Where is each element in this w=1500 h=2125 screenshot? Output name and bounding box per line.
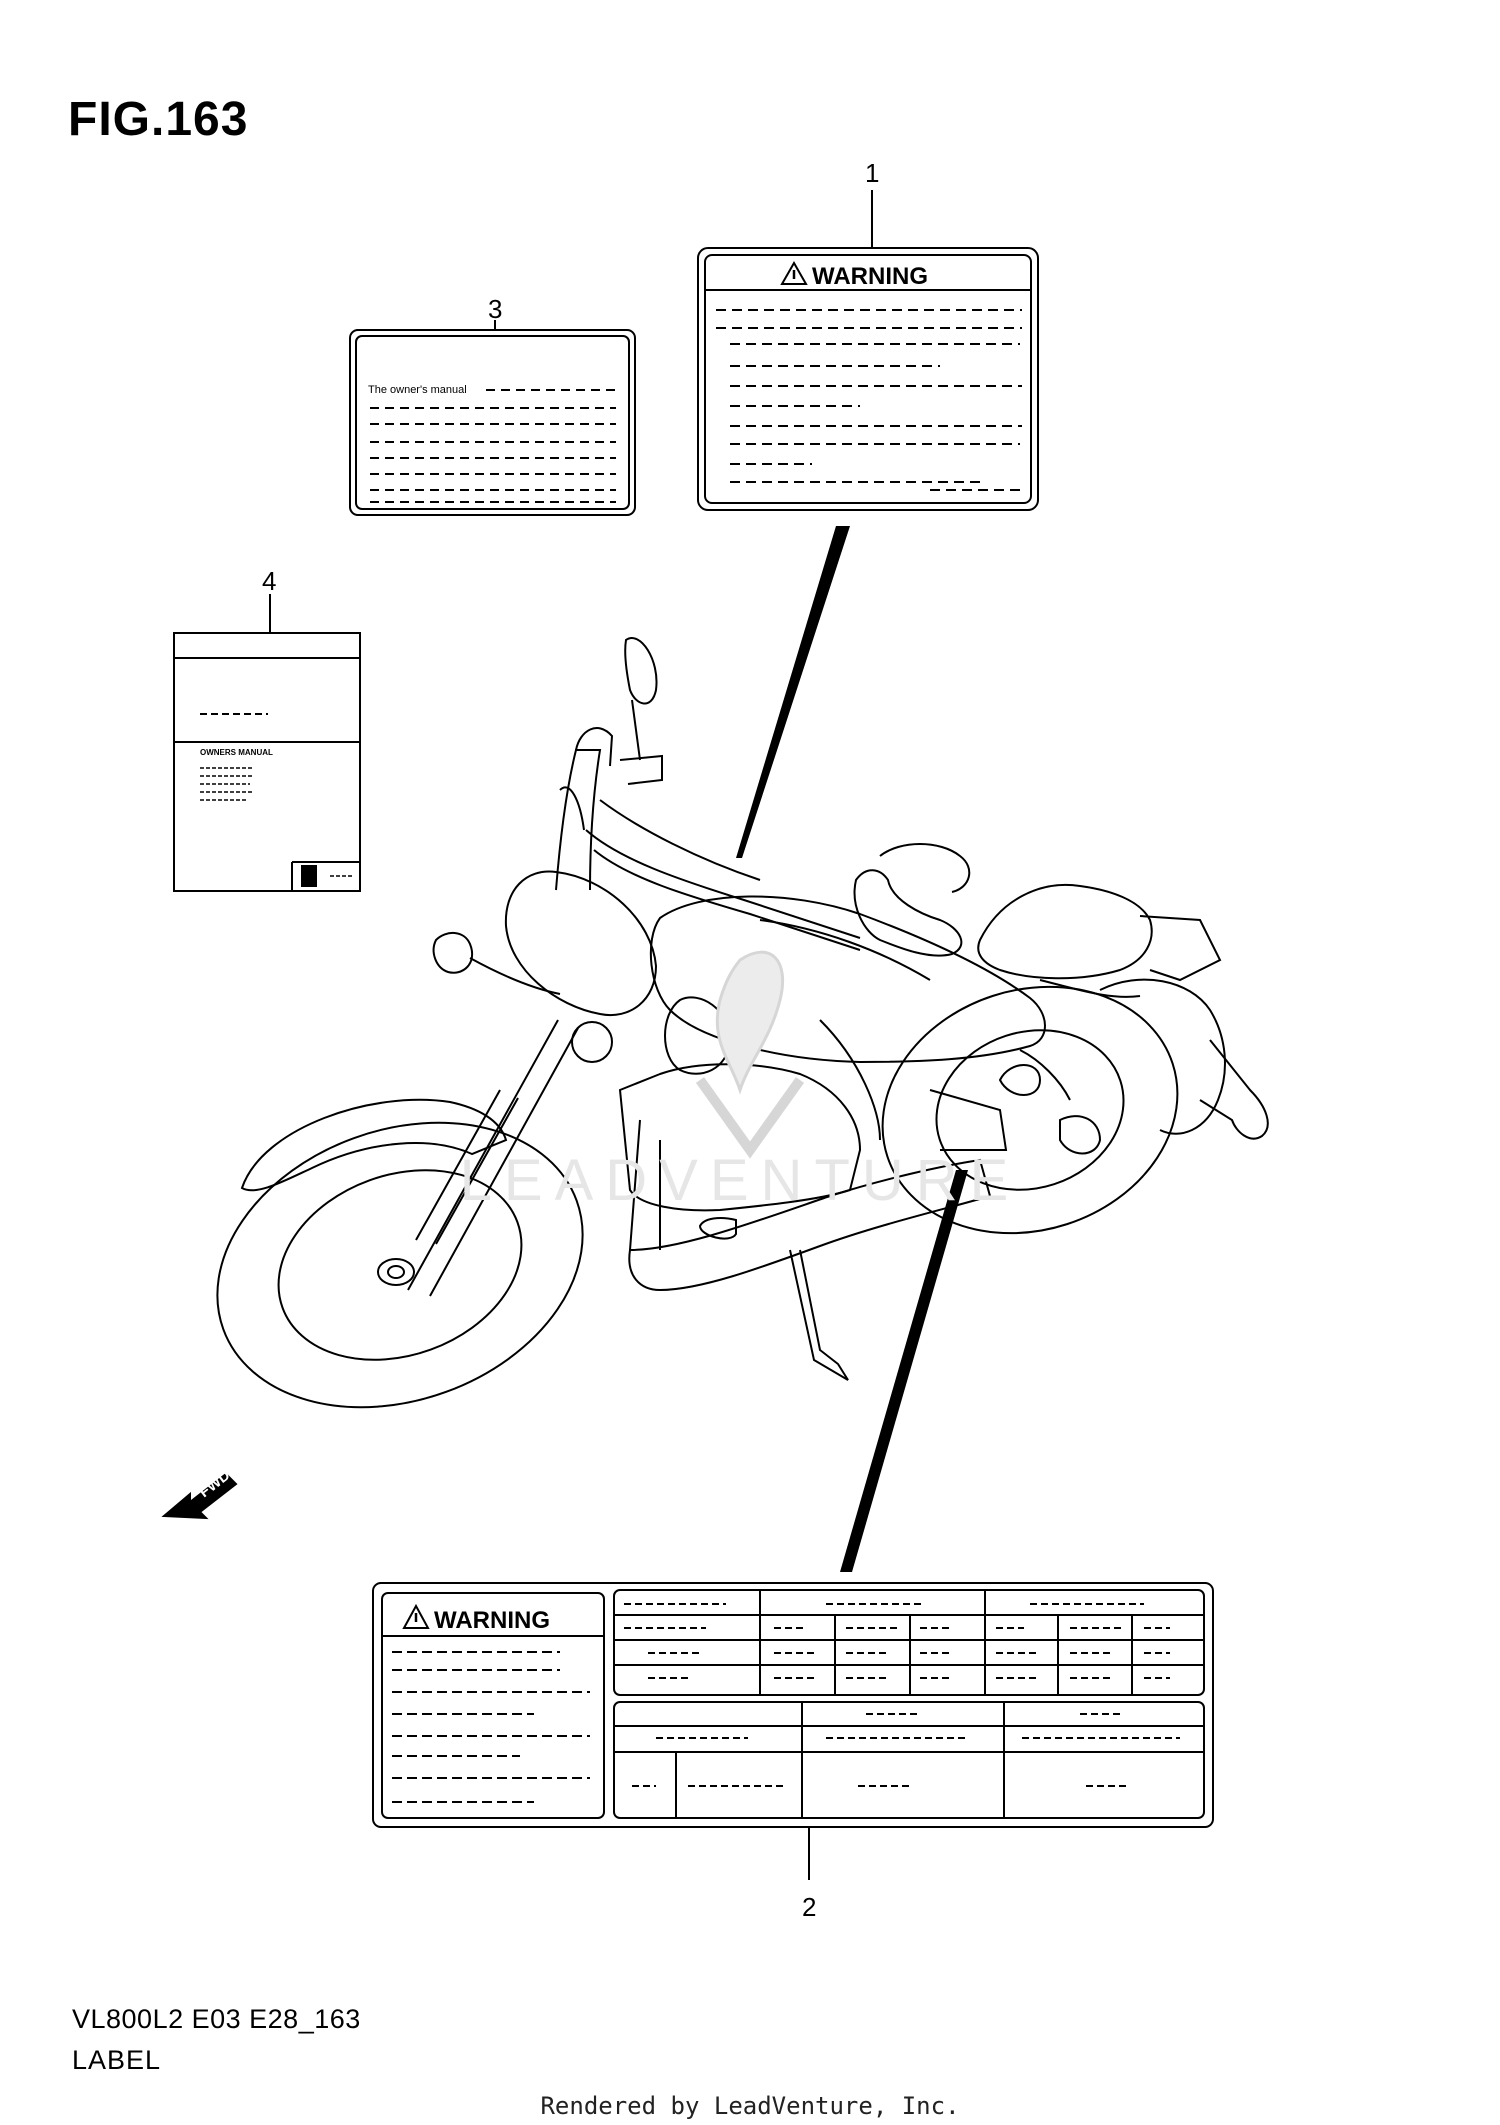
figure-title: FIG.163 bbox=[68, 93, 249, 146]
callout-3: 3 bbox=[488, 294, 503, 324]
warning-triangle-icon bbox=[780, 260, 808, 285]
label-3-owners-manual-sticker[interactable]: The owner's manual bbox=[349, 329, 636, 516]
callout-1: 1 bbox=[865, 158, 880, 188]
callout-4: 4 bbox=[262, 566, 277, 596]
brand-logo-icon bbox=[301, 865, 317, 887]
leader-line-1 bbox=[736, 526, 850, 858]
item-4-owners-manual[interactable]: OWNERS MANUAL bbox=[173, 632, 361, 892]
label-2-heading: WARNING bbox=[434, 1607, 550, 1634]
watermark-text: LEADVENTURE bbox=[460, 1148, 1021, 1213]
watermark-logo bbox=[695, 950, 805, 1159]
leader-line-2 bbox=[840, 1170, 968, 1572]
item-4-heading: OWNERS MANUAL bbox=[200, 748, 273, 757]
label-1-heading: WARNING bbox=[812, 263, 928, 290]
motorcycle-illustration bbox=[216, 637, 1269, 1409]
label-2-warning-table[interactable]: WARNING bbox=[372, 1582, 1214, 1828]
model-code: VL800L2 E03 E28_163 bbox=[72, 2004, 361, 2034]
fwd-arrow-icon: FWD bbox=[161, 1467, 238, 1520]
rendered-by-credit: Rendered by LeadVenture, Inc. bbox=[540, 2092, 960, 2120]
section-label: LABEL bbox=[72, 2045, 162, 2075]
label-1-warning[interactable]: WARNING bbox=[697, 247, 1039, 511]
warning-triangle-icon bbox=[402, 1603, 430, 1629]
callout-2: 2 bbox=[802, 1892, 817, 1922]
label-3-heading: The owner's manual bbox=[368, 384, 467, 396]
